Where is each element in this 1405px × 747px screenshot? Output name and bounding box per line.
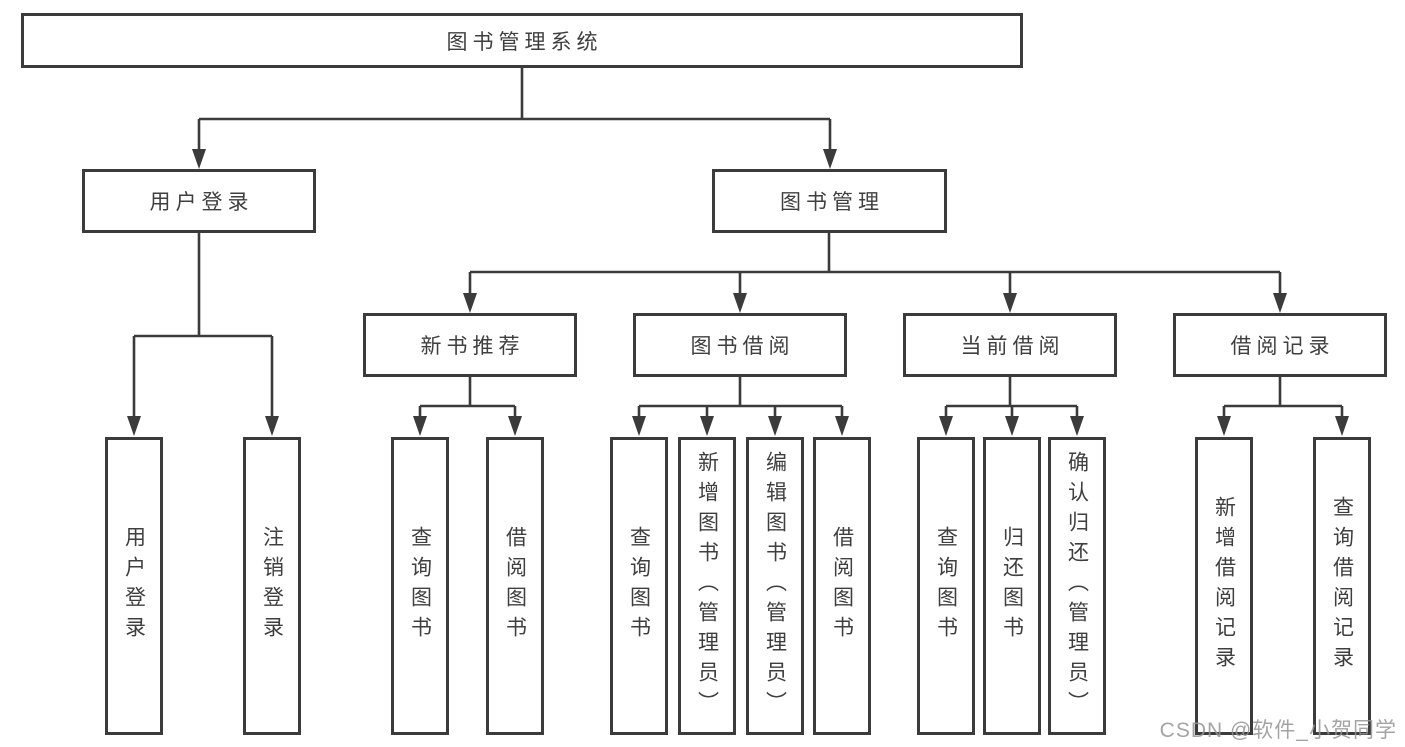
- connector-root-to-level2: [197, 68, 832, 151]
- node-label: 新增借阅记录: [1212, 496, 1236, 676]
- leaf-logout: 注销登录: [243, 437, 301, 735]
- node-label: 新书推荐: [420, 335, 525, 358]
- leaf-user-login: 用户登录: [105, 437, 163, 735]
- arrowhead: [939, 416, 953, 436]
- leaf-recommend-borrow-book: 借阅图书: [486, 437, 544, 735]
- arrowhead: [1217, 416, 1231, 436]
- node-label: 借阅图书: [503, 526, 527, 646]
- node-label: 图书管理系统: [446, 30, 603, 54]
- connector-records-children: [1222, 377, 1344, 418]
- node-current-borrow: 当前借阅: [903, 313, 1117, 377]
- node-label: 新增图书（管理员）: [695, 451, 719, 721]
- node-label: 借阅图书: [830, 526, 854, 646]
- node-label: 图书借阅: [690, 335, 795, 358]
- leaf-current-confirm-return-admin: 确认归还（管理员）: [1048, 437, 1106, 735]
- leaf-current-return-book: 归还图书: [983, 437, 1041, 735]
- arrowhead: [463, 293, 477, 313]
- connector-user-login-children: [132, 233, 274, 418]
- node-label: 查询图书: [408, 526, 432, 646]
- arrowhead: [1003, 293, 1017, 313]
- arrowhead: [127, 416, 141, 436]
- node-label: 用户登录: [122, 526, 146, 646]
- node-label: 查询借阅记录: [1330, 496, 1354, 676]
- arrowhead: [823, 149, 837, 169]
- node-root: 图书管理系统: [21, 13, 1023, 68]
- node-label: 注销登录: [260, 526, 284, 646]
- connector-current-children: [944, 377, 1079, 418]
- node-label: 查询图书: [627, 526, 651, 646]
- arrowhead: [192, 149, 206, 169]
- leaf-records-query-record: 查询借阅记录: [1313, 437, 1371, 735]
- arrowhead: [1273, 293, 1287, 313]
- node-label: 归还图书: [1000, 526, 1024, 646]
- connector-recommend-children: [418, 377, 517, 418]
- node-borrow-records: 借阅记录: [1173, 313, 1387, 377]
- leaf-borrow-borrow-book: 借阅图书: [813, 437, 871, 735]
- arrowhead: [508, 416, 522, 436]
- arrowhead: [1005, 416, 1019, 436]
- arrowhead: [265, 416, 279, 436]
- node-label: 确认归还（管理员）: [1065, 451, 1089, 721]
- arrowhead: [632, 416, 646, 436]
- node-label: 图书管理: [780, 191, 884, 214]
- arrowhead: [700, 416, 714, 436]
- leaf-borrow-add-book-admin: 新增图书（管理员）: [678, 437, 736, 735]
- node-label: 借阅记录: [1230, 335, 1335, 358]
- leaf-records-add-record: 新增借阅记录: [1195, 437, 1253, 735]
- node-user-login: 用户登录: [82, 169, 316, 233]
- leaf-recommend-query-book: 查询图书: [391, 437, 449, 735]
- arrowhead: [768, 416, 782, 436]
- node-label: 编辑图书（管理员）: [763, 451, 787, 721]
- node-label: 当前借阅: [960, 335, 1065, 358]
- arrowhead: [413, 416, 427, 436]
- node-new-book-recommend: 新书推荐: [363, 313, 577, 377]
- arrowhead: [835, 416, 849, 436]
- leaf-borrow-query-book: 查询图书: [610, 437, 668, 735]
- node-book-borrow: 图书借阅: [633, 313, 847, 377]
- arrowheads: [127, 149, 1349, 436]
- leaf-current-query-book: 查询图书: [917, 437, 975, 735]
- leaf-borrow-edit-book-admin: 编辑图书（管理员）: [746, 437, 804, 735]
- arrowhead: [1335, 416, 1349, 436]
- connector-paths: [132, 68, 1344, 418]
- arrowhead: [733, 293, 747, 313]
- node-book-management: 图书管理: [712, 169, 947, 233]
- arrowhead: [1070, 416, 1084, 436]
- node-label: 用户登录: [149, 191, 254, 214]
- connector-book-mgmt-to-level3: [468, 233, 1282, 295]
- node-label: 查询图书: [934, 526, 958, 646]
- connector-borrow-children: [637, 377, 844, 418]
